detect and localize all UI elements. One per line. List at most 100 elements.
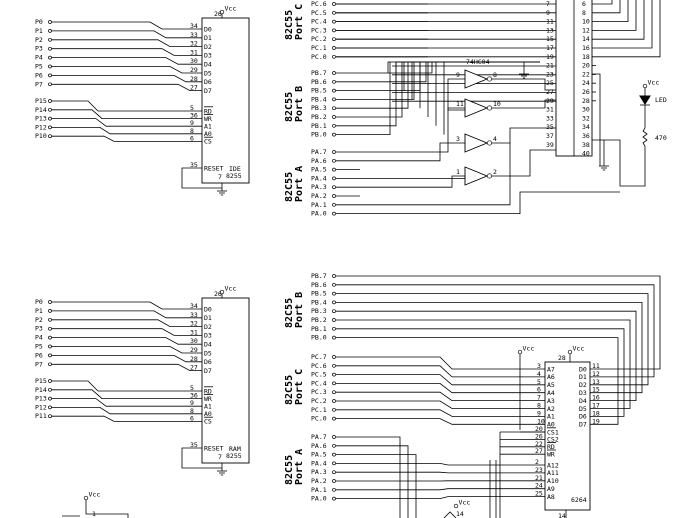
control-wire [51,406,202,415]
port-terminal [332,115,336,119]
pin-number: 17 [592,402,600,410]
cpu-pin-label: P10 [35,132,47,140]
pin-label: RD [204,387,212,395]
pa-wire [336,142,465,162]
port-terminal [332,37,336,42]
cpu-pin-label: P4 [35,334,43,342]
pin-label: A1 [547,413,555,421]
port-terminal [332,355,336,359]
pin-number: 2 [535,458,539,466]
port-terminal [332,407,336,412]
pin-number: 5 [190,104,194,112]
port-terminal [332,46,336,50]
pin-number: 28 [558,354,566,362]
port-a2-subtitle: Port A [294,449,305,485]
pin-number: 27 [535,447,543,455]
port-line-label: PA.7 [311,433,327,441]
pin-label: A0 [547,421,555,429]
pb2-wire [336,293,649,386]
pin-label: CS [204,418,212,426]
cpu-pin-label: P1 [35,307,43,315]
pin-number: 5 [190,384,194,392]
pin-label: D2 [204,43,212,51]
data-wire [51,30,202,39]
data-wire [51,363,202,372]
port-line-label: PC.0 [311,53,327,61]
port-terminal [332,97,336,102]
inverter-bubble [486,76,493,82]
cpu-pin-label: P15 [35,97,47,105]
port-terminal [332,335,336,340]
connector-pin: 35 [546,123,554,131]
port-line-label: PC.5 [311,371,327,379]
port-line-label: PA.6 [311,442,327,450]
pb2-wire [336,310,637,402]
cpu-pin-label: P11 [35,412,47,420]
pb2-wire [336,284,655,378]
port-terminal [332,443,336,448]
data-wire [51,21,202,30]
pa-wire [336,143,511,206]
reset-wire [181,167,222,189]
port-terminal [332,282,336,287]
pin-number: 2 [493,168,497,176]
pa2-wire [336,454,417,518]
inv-out-wire [492,78,556,91]
connector-out-wire [592,0,621,14]
port-terminal [332,300,336,305]
cpu-pin-terminal [48,387,52,392]
pb-wire [336,62,433,74]
connector-pin: 19 [546,53,554,61]
connector-pin: 14 [582,35,590,43]
port-line-label: PC.6 [311,362,327,370]
resistor-label: 470 [655,134,667,142]
connector-out-wire [592,0,645,40]
cpu-pin-label: P2 [35,36,43,44]
pin-label: A0 [204,130,212,138]
connector-pin: 22 [582,70,590,78]
pb2-wire [336,275,661,370]
cpu-pin-terminal [48,107,52,112]
port-line-label: PC.5 [311,9,327,17]
port-line-label: PA.2 [311,477,327,485]
pin-number: 24 [535,482,543,490]
pc2-wire [336,418,545,425]
pin-label: A5 [547,381,555,389]
port-terminal [332,28,336,33]
connector-pin: 40 [582,150,590,158]
connector-pin: 37 [546,132,554,140]
port-line-label: PB.4 [311,298,327,306]
port-terminal [332,479,336,483]
pa2-wire [336,496,545,500]
pin-label: WR [204,395,212,403]
pin-label: D3 [204,332,212,340]
port-line-label: PB.4 [311,95,327,103]
data-wire [51,337,202,345]
port-line-label: PC.7 [311,353,327,361]
pin-number: 6 [190,134,194,142]
pin-label: D1 [204,34,212,42]
pin-label: RD [547,443,555,451]
pin-label: A2 [547,405,555,413]
port-terminal [332,88,336,93]
pb2-wire [336,328,625,417]
port-terminal [332,10,336,15]
port-terminal [332,487,336,492]
pin-number: 29 [190,346,198,354]
port-line-label: PA.0 [311,495,327,503]
pin-label: A3 [547,397,555,405]
inverter-gate [464,133,489,153]
connector-pin: 7 [546,0,550,8]
cpu-pin-terminal [48,99,52,103]
port-a2-title: 82C55 [284,455,295,485]
cpu-pin-label: P6 [35,351,43,359]
led-symbol [639,95,651,105]
pin-number: 30 [190,337,198,345]
chip-label: 8255 [226,452,242,460]
pc2-wire [336,391,545,402]
cpu-pin-terminal [48,353,52,358]
pin-number: 11 [456,100,464,108]
connector-pin: 26 [582,88,590,96]
port-c2-subtitle: Port C [294,369,305,405]
